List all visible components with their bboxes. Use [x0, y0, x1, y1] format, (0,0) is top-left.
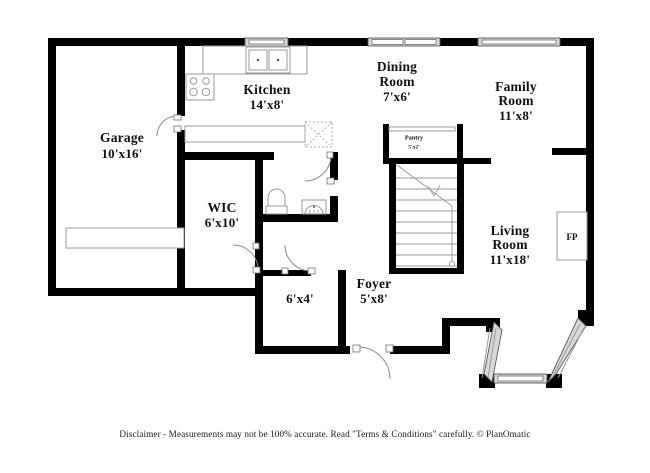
door-wic	[232, 242, 261, 274]
label-foyer-dim: 5'x8'	[360, 291, 388, 306]
room-labels: Garage 10'x16' Kitchen 14'x8' Dining Roo…	[100, 59, 578, 306]
door-garage-kitchen	[156, 114, 182, 137]
window-bay-left	[481, 321, 503, 383]
door-closet	[281, 244, 316, 275]
window-family-room	[477, 37, 561, 47]
door-half-bath	[304, 151, 335, 185]
label-living-name-2: Room	[492, 237, 528, 252]
label-family-dim: 11'x8'	[499, 108, 533, 123]
label-dining-name-1: Dining	[377, 59, 417, 74]
window-bay-center	[493, 373, 548, 384]
label-family-name-2: Room	[498, 93, 534, 108]
kitchen-sink-icon	[245, 46, 291, 74]
stove-icon	[185, 73, 215, 101]
window-bay-right	[547, 317, 587, 383]
fixtures	[184, 45, 588, 261]
window-dining	[367, 37, 441, 47]
garage-door	[65, 227, 185, 249]
label-garage-name: Garage	[100, 130, 144, 145]
label-garage-dim: 10'x16'	[101, 146, 142, 161]
label-family-name-1: Family	[495, 79, 537, 94]
doors	[156, 114, 394, 380]
toilet-icon	[265, 188, 288, 215]
door-entry	[352, 344, 394, 380]
label-fireplace: FP	[567, 232, 578, 242]
disclaimer-text: Disclaimer - Measurements may not be 100…	[119, 429, 531, 439]
label-wic-dim: 6'x10'	[205, 215, 239, 230]
fireplace-icon	[556, 211, 588, 261]
label-kitchen-dim: 14'x8'	[250, 97, 284, 112]
interior-walls	[177, 38, 588, 354]
label-foyer-name: Foyer	[357, 276, 392, 291]
label-closet-dim: 6'x4'	[286, 291, 314, 306]
bathroom-sink-icon	[301, 199, 327, 215]
window-kitchen	[244, 37, 289, 47]
label-dining-dim: 7'x6'	[383, 89, 411, 104]
label-living-dim: 11'x18'	[490, 252, 530, 267]
label-wic-name: WIC	[207, 200, 236, 215]
windows	[65, 37, 587, 384]
label-living-name-1: Living	[491, 223, 530, 238]
label-pantry-name: Pantry	[405, 134, 424, 141]
label-kitchen-name: Kitchen	[243, 82, 290, 97]
staircase	[396, 164, 457, 267]
label-pantry-dim: 5'x2'	[408, 144, 420, 150]
label-dining-name-2: Room	[379, 74, 415, 89]
